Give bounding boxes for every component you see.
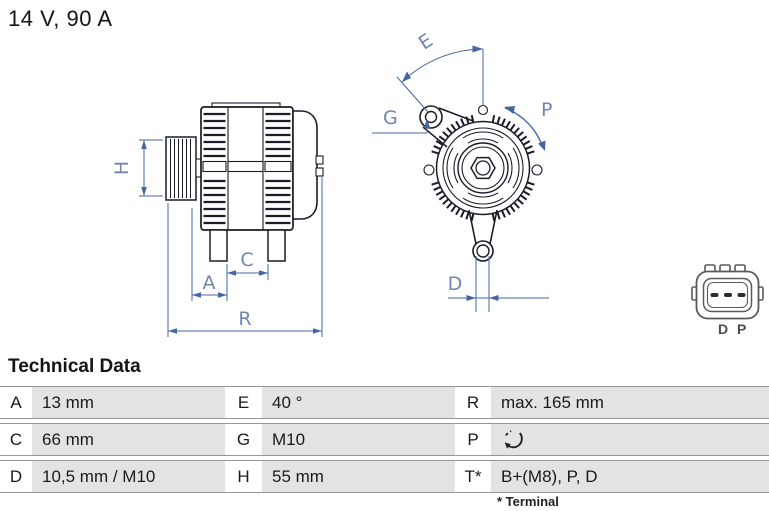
mounting-lug-d (472, 240, 494, 262)
connector-pin (724, 293, 732, 297)
table-value-a: 13 mm (32, 387, 225, 418)
dim-label-a: A (203, 272, 216, 294)
connector-label-p: P (737, 321, 746, 337)
table-label-c: C (0, 424, 32, 455)
dim-label-r: R (238, 308, 251, 330)
dim-label-p: P (541, 99, 552, 121)
table-value-h: 55 mm (262, 461, 455, 492)
connector-label-d: D (718, 321, 728, 337)
technical-drawing: H A C (111, 29, 764, 337)
table-label-d: D (0, 461, 32, 492)
dimension-h: H (111, 139, 163, 197)
page-title: 14 V, 90 A (8, 6, 113, 31)
table-label-e: E (225, 387, 262, 418)
dim-label-g: G (383, 107, 398, 129)
dimension-d: D (448, 256, 549, 312)
terminal-footnote: * Terminal (497, 494, 559, 509)
dim-label-e: E (415, 29, 437, 54)
table-label-h: H (225, 461, 262, 492)
b-plus-terminal (315, 155, 324, 165)
table-label-p: P (455, 424, 491, 455)
mounting-foot (209, 229, 228, 262)
table-value-g: M10 (262, 424, 455, 455)
dimension-c: C (227, 249, 269, 280)
dimension-g: G (372, 107, 431, 134)
table-label-g: G (225, 424, 262, 455)
dim-label-c: C (240, 249, 253, 271)
dim-label-h: H (111, 161, 133, 175)
connector-pin (710, 293, 719, 297)
table-value-d: 10,5 mm / M10 (32, 461, 225, 492)
dim-label-d: D (448, 273, 463, 295)
connector-pin (737, 293, 746, 297)
shaft-hex-nut (470, 156, 496, 180)
alternator-front-view: E G P D (372, 29, 552, 312)
dimension-a: A (191, 208, 228, 301)
table-row: C 66 mm G M10 P (0, 423, 769, 456)
rotation-direction-icon (504, 429, 523, 449)
table-value-c: 66 mm (32, 424, 225, 455)
table-label-r: R (455, 387, 491, 418)
table-label-a: A (0, 387, 32, 418)
section-title: Technical Data (8, 356, 141, 377)
table-row: A 13 mm E 40 ° R max. 165 mm (0, 386, 769, 419)
mounting-foot (267, 229, 286, 262)
mounting-lug-g (419, 105, 443, 129)
table-row: D 10,5 mm / M10 H 55 mm T* B+(M8), P, D (0, 460, 769, 493)
dimension-r: R (167, 177, 323, 337)
table-value-e: 40 ° (262, 387, 455, 418)
table-value-r: max. 165 mm (491, 387, 769, 418)
alternator-side-view: H A C (111, 102, 324, 337)
dimension-p: P (504, 99, 552, 151)
technical-data-table: A 13 mm E 40 ° R max. 165 mm C 66 mm G M… (0, 386, 769, 497)
table-value-p (491, 424, 769, 455)
dimension-e: E (396, 29, 484, 113)
table-value-t: B+(M8), P, D (491, 461, 769, 492)
connector-plug-icon: D P (691, 264, 764, 337)
table-label-t: T* (455, 461, 491, 492)
